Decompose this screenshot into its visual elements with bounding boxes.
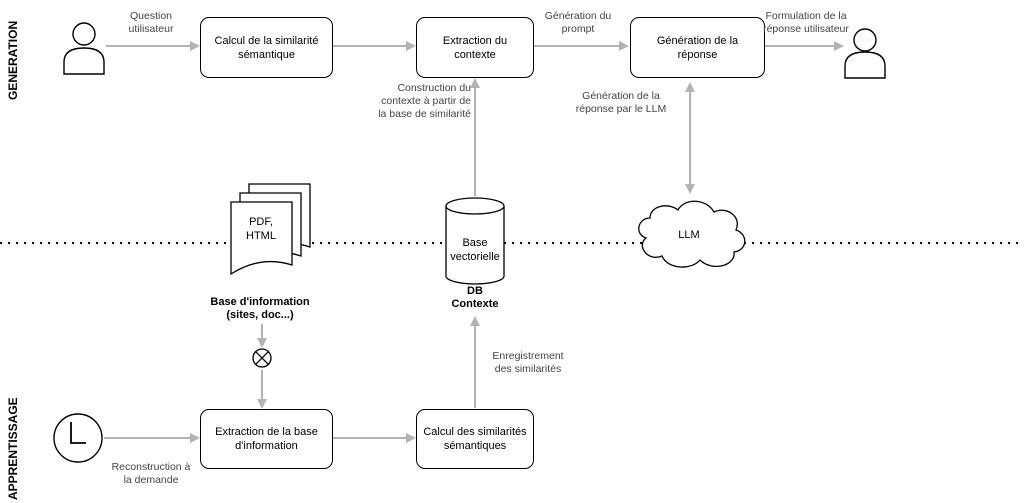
cloud-label: LLM [678,229,700,241]
clock-icon [53,413,103,463]
label-reconstruction: Reconstruction à la demande [111,461,191,486]
label-formulation-reponse: Formulation de la réponse utilisateur [763,10,849,35]
documents-caption: Base d'information (sites, doc...) [210,296,310,321]
label-generation-prompt: Génération du prompt [544,10,612,35]
document-stack-icon [230,183,311,276]
label-construction-contexte: Construction du contexte à partir de la … [378,82,471,120]
process-calcul-similarites[interactable]: Calcul des similarités sémantiques [416,409,534,469]
process-calcul-similarite[interactable]: Calcul de la similarité sémantique [200,17,333,78]
database-icon [445,197,505,285]
cloud-icon [638,200,746,268]
lane-title-apprentissage: APPRENTISSAGE [6,397,20,500]
process-extraction-contexte[interactable]: Extraction du contexte [416,17,534,78]
database-caption: DB Contexte [451,285,499,310]
user-icon [844,28,886,79]
documents-inner-text: PDF, HTML [246,216,276,242]
database-inner-text: Base vectorielle [450,237,500,263]
label-generation-llm: Génération de la réponse par le LLM [575,90,667,115]
lane-title-generation: GENERATION [6,20,20,100]
gateway-x-icon [252,348,272,368]
user-icon [63,22,105,75]
label-enregistrement: Enregistrement des similarités [492,350,564,375]
process-generation-reponse[interactable]: Génération de la réponse [630,17,765,78]
label-question-utilisateur: Question utilisateur [128,10,174,35]
process-extraction-base[interactable]: Extraction de la base d'information [200,409,333,469]
